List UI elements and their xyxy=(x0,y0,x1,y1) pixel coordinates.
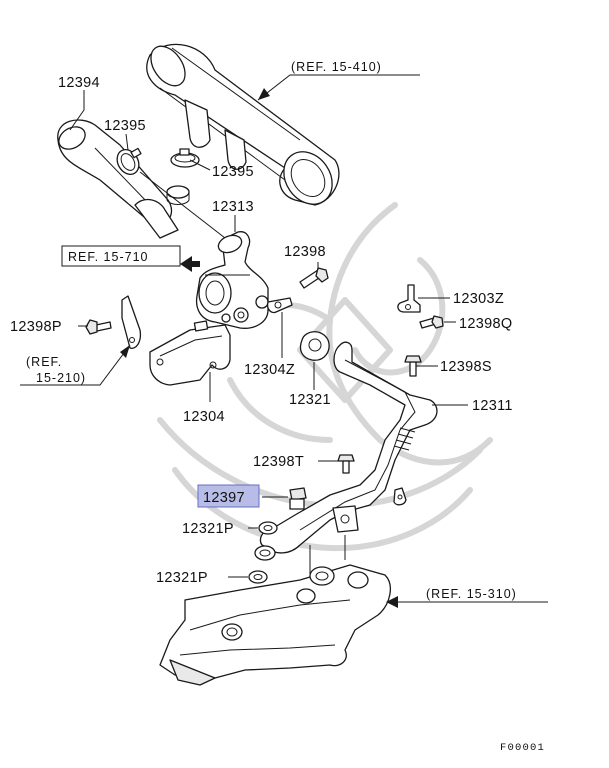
ring-seal xyxy=(166,185,190,205)
bracket-12303z xyxy=(397,284,450,313)
label-12398s: 12398S xyxy=(440,359,492,375)
clamp-12395-right xyxy=(170,148,200,168)
watermark-emblem xyxy=(157,202,493,552)
label-12313: 12313 xyxy=(212,199,254,215)
leader-12394 xyxy=(69,90,85,131)
ref-15-210-line1: (REF. xyxy=(26,355,62,369)
pipe-12311 xyxy=(254,341,468,561)
ref-15-710-label: REF. 15-710 xyxy=(68,250,148,264)
bolt-12398 xyxy=(299,262,329,289)
label-12398p: 12398P xyxy=(10,319,62,335)
label-12394: 12394 xyxy=(58,75,100,91)
plate-bracket xyxy=(121,295,142,349)
bolt-12398p xyxy=(85,319,112,335)
ref-15-210-leader xyxy=(20,344,131,386)
bracket-12304z xyxy=(266,297,293,358)
ref-15-310-label: (REF. 15-310) xyxy=(426,587,517,601)
label-12321: 12321 xyxy=(289,392,331,408)
leader-12395-right xyxy=(189,159,211,171)
bolt-12397 xyxy=(262,487,307,510)
leader-12395-left xyxy=(125,133,129,151)
label-12303z: 12303Z xyxy=(453,291,504,307)
bolt-12398s xyxy=(404,355,438,377)
pipe-flex-section xyxy=(393,427,416,451)
gasket-12321p-upper xyxy=(248,521,278,535)
label-12397[interactable]: 12397 xyxy=(203,490,245,506)
label-12321p-upper: 12321P xyxy=(182,521,234,537)
label-12398q: 12398Q xyxy=(459,316,512,332)
ref-15-410-leader xyxy=(257,74,420,101)
ref-15-410-label: (REF. 15-410) xyxy=(291,60,382,74)
label-12321p-lower: 12321P xyxy=(156,570,208,586)
bolt-12398q xyxy=(419,315,444,329)
bracket-12304 xyxy=(149,320,231,402)
clamp-to-valve-line xyxy=(139,171,226,239)
label-12395-right: 12395 xyxy=(212,164,254,180)
ref-15-210-arrow xyxy=(120,345,130,358)
ref-15-710-arrow xyxy=(180,256,200,272)
label-12304: 12304 xyxy=(183,409,225,425)
label-12304z: 12304Z xyxy=(244,362,295,378)
intake-pipe xyxy=(146,43,340,206)
ref-15-210-line2: 15-210) xyxy=(36,371,86,385)
ref-15-410-arrow xyxy=(258,88,270,100)
ref-15-310-arrow xyxy=(386,596,398,608)
clamp-12395-left xyxy=(116,147,142,175)
figure-code: F00001 xyxy=(500,742,545,754)
gasket-12321 xyxy=(299,331,330,390)
gasket-12321p-lower xyxy=(228,570,268,584)
hose-12394 xyxy=(57,119,179,239)
label-12398: 12398 xyxy=(284,244,326,260)
label-12398t: 12398T xyxy=(253,454,304,470)
highlight-12397 xyxy=(197,484,260,508)
bolt-12398t xyxy=(318,454,355,474)
exhaust-manifold xyxy=(159,564,391,686)
label-12311: 12311 xyxy=(472,398,513,414)
ref-15-710-box xyxy=(61,245,181,267)
valve-12313 xyxy=(195,231,269,329)
label-12395-left: 12395 xyxy=(104,118,146,134)
